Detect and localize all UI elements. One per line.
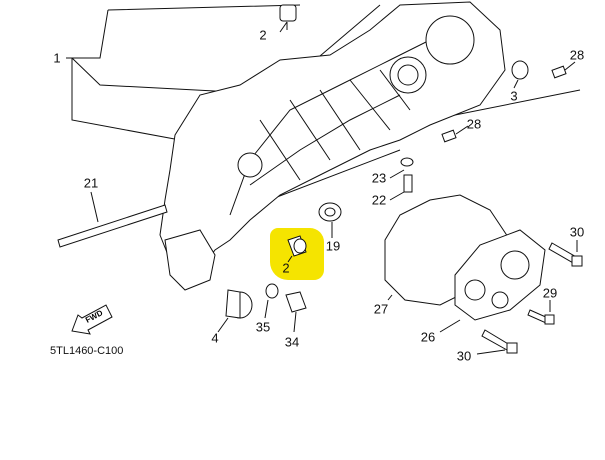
callout-29[interactable]: 29	[542, 285, 558, 301]
part-30-bolt-a-head	[571, 255, 583, 267]
part-30-bolt-b	[481, 329, 511, 351]
crankcase-clutch-bore	[425, 15, 475, 65]
callout-35[interactable]: 35	[255, 319, 271, 335]
part-2-dowel-top	[279, 4, 297, 22]
part-22-bolt	[403, 174, 413, 193]
callout-23[interactable]: 23	[371, 170, 387, 186]
reference-lines	[107, 4, 581, 216]
callout-4[interactable]: 4	[211, 330, 219, 346]
part-3-bearing	[511, 60, 529, 80]
part-19-oil-seal	[318, 202, 342, 222]
part-28-dowel-b	[441, 129, 457, 143]
callout-19[interactable]: 19	[325, 238, 341, 254]
callout-30-a[interactable]: 30	[569, 224, 585, 240]
callout-22[interactable]: 22	[371, 192, 387, 208]
cover-inspection-bore	[500, 250, 530, 280]
callout-26[interactable]: 26	[420, 329, 436, 345]
callout-2-top[interactable]: 2	[259, 27, 267, 43]
part-21-stud	[57, 204, 168, 248]
callout-28-b[interactable]: 28	[466, 116, 482, 132]
callout-30-b[interactable]: 30	[456, 348, 472, 364]
callout-1[interactable]: 1	[53, 50, 61, 66]
callout-28-a[interactable]: 28	[569, 47, 585, 63]
part-34-drain-bolt	[285, 291, 307, 313]
callout-2-highlighted[interactable]: 2	[282, 260, 290, 276]
crankcase-boss	[237, 152, 263, 178]
crankcase-mount	[164, 229, 216, 291]
part-28-dowel-a	[551, 65, 567, 79]
diagram-code: 5TL1460-C100	[50, 345, 124, 357]
callout-21[interactable]: 21	[83, 175, 99, 191]
forward-arrow-icon: FWD	[70, 303, 114, 335]
part-23-washer	[400, 157, 414, 167]
crankcase-bearing-bore	[389, 56, 427, 94]
callout-27[interactable]: 27	[373, 301, 389, 317]
crankcase-ribs	[229, 29, 471, 216]
part-35-washer	[265, 283, 279, 299]
callout-3[interactable]: 3	[510, 88, 518, 104]
callout-34[interactable]: 34	[284, 334, 300, 350]
